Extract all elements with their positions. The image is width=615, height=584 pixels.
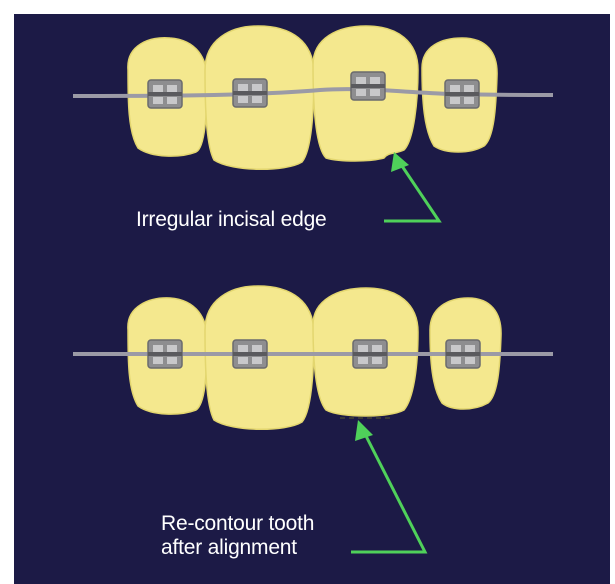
recontour-tooth-label-line2: after alignment [161,536,297,559]
irregular-incisal-edge-label: Irregular incisal edge [136,208,327,231]
top-tooth-row [73,26,553,169]
bottom-tooth-row [73,286,553,429]
top-bracket-4 [445,80,479,108]
top-pointer-arrow [384,152,439,221]
bottom-bracket-1 [148,340,182,368]
bottom-bracket-3 [353,340,387,368]
recontour-tooth-label-line1: Re-contour tooth [161,512,314,535]
top-bracket-2 [233,79,267,107]
bottom-pointer-arrow [351,420,425,552]
bottom-bracket-4 [446,340,480,368]
top-bracket-3 [351,72,385,100]
bottom-bracket-2 [233,340,267,368]
top-bracket-1 [148,80,182,108]
